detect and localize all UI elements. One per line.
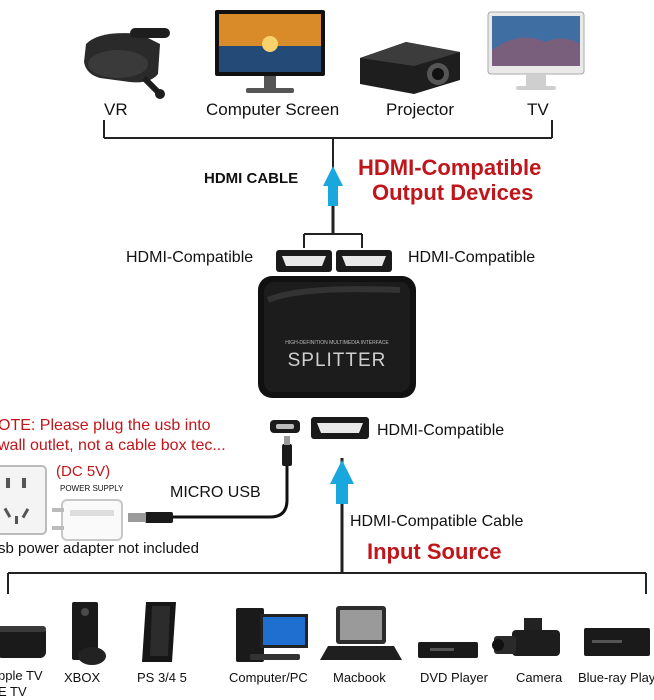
macbook-icon bbox=[320, 606, 402, 660]
hdmi-port-right bbox=[336, 250, 392, 272]
usb-adapter-icon bbox=[52, 499, 123, 541]
power-voltage: (DC 5V) bbox=[56, 463, 111, 480]
input-cable-label: HDMI-Compatible Cable bbox=[350, 513, 524, 530]
input-device-label-macbook: Macbook bbox=[333, 670, 386, 685]
output-device-label-vr: VR bbox=[104, 100, 128, 119]
input-device-label-apple-tv: pple TV bbox=[0, 668, 43, 683]
input-device-label-computer-pc: Computer/PC bbox=[229, 670, 308, 685]
power-supply-label: POWER SUPPLY bbox=[60, 484, 124, 493]
imac-icon bbox=[487, 11, 585, 90]
vr-headset-icon bbox=[84, 28, 170, 99]
hdmi-port-left bbox=[276, 250, 332, 272]
computer-pc-icon bbox=[236, 608, 308, 662]
splitter-small-labels: HIGH-DEFINITION MULTIMEDIA INTERFACE bbox=[285, 340, 389, 346]
input-device-label-apple-tv-line2: E TV bbox=[0, 684, 27, 699]
splitter-box bbox=[258, 276, 416, 398]
micro-usb-cable bbox=[128, 436, 292, 523]
xbox-icon bbox=[72, 602, 106, 665]
micro-usb-label: MICRO USB bbox=[170, 484, 261, 501]
output-title-line1: HDMI-Compatible bbox=[358, 155, 542, 180]
micro-usb-port bbox=[270, 420, 300, 433]
wall-socket-icon bbox=[0, 465, 47, 535]
monitor-icon bbox=[215, 10, 325, 93]
output-title-line2: Output Devices bbox=[372, 180, 534, 205]
input-device-label-bluray: Blue-ray Play bbox=[578, 670, 654, 685]
input-title: Input Source bbox=[367, 539, 502, 564]
output-device-label-tv: TV bbox=[527, 100, 549, 119]
output-device-label-computer-screen: Computer Screen bbox=[206, 100, 340, 119]
input-device-label-xbox: XBOX bbox=[64, 670, 101, 685]
apple-tv-icon bbox=[0, 626, 46, 658]
output-device-label-projector: Projector bbox=[386, 100, 455, 119]
note-line2: wall outlet, not a cable box tec... bbox=[0, 437, 226, 454]
input-port-label: HDMI-Compatible bbox=[377, 422, 505, 439]
port-right-label: HDMI-Compatible bbox=[408, 249, 536, 266]
adapter-note: sb power adapter not included bbox=[0, 540, 199, 557]
output-arrow bbox=[323, 166, 343, 234]
input-device-label-dvd-player: DVD Player bbox=[420, 670, 488, 685]
input-arrow bbox=[330, 458, 354, 572]
note-line1: OTE: Please plug the usb into bbox=[0, 417, 211, 434]
camera-icon bbox=[492, 618, 560, 656]
input-device-label-camera: Camera bbox=[516, 670, 563, 685]
port-left-label: HDMI-Compatible bbox=[126, 249, 254, 266]
bluray-player-icon bbox=[584, 628, 650, 656]
projector-icon bbox=[360, 42, 460, 94]
input-bracket bbox=[7, 572, 647, 594]
hdmi-input-port bbox=[311, 417, 369, 439]
dvd-player-icon bbox=[418, 642, 478, 658]
port-bracket bbox=[303, 233, 363, 248]
hdmi-cable-label: HDMI CABLE bbox=[204, 170, 299, 187]
playstation-icon bbox=[142, 602, 176, 662]
splitter-name: SPLITTER bbox=[287, 350, 387, 371]
input-device-label-ps: PS 3/4 5 bbox=[137, 670, 187, 685]
